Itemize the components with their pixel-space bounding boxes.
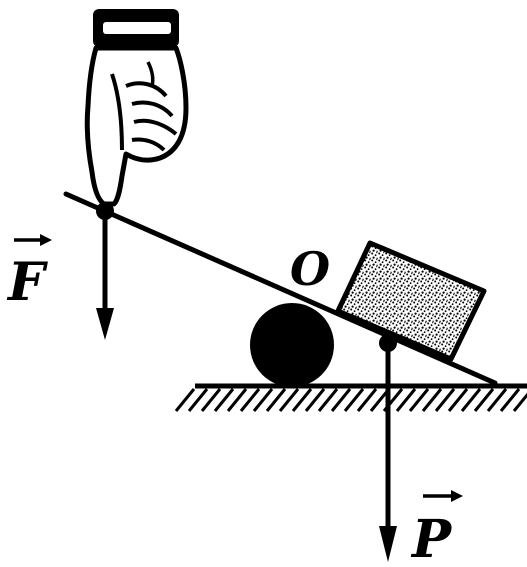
- hatch-stroke: [473, 388, 495, 412]
- hatch-stroke: [317, 388, 339, 412]
- hatch-stroke: [291, 388, 313, 412]
- hand-icon: [84, 9, 189, 207]
- ground: [174, 383, 527, 412]
- hatch-stroke: [213, 388, 235, 412]
- hatch-stroke: [252, 388, 274, 412]
- hatch-stroke: [278, 388, 300, 412]
- hatch-stroke: [174, 388, 196, 412]
- weight-arrow: [379, 343, 397, 562]
- hatch-stroke: [304, 388, 326, 412]
- ground-hatching: [174, 388, 527, 412]
- hatch-stroke: [395, 388, 417, 412]
- hatch-stroke: [330, 388, 352, 412]
- fulcrum-ball: [250, 303, 334, 387]
- force-label: F: [6, 234, 52, 313]
- fulcrum-label: O: [290, 242, 330, 296]
- hatch-stroke: [408, 388, 430, 412]
- hatch-stroke: [187, 388, 209, 412]
- force-label-text: F: [6, 252, 48, 313]
- hatch-stroke: [265, 388, 287, 412]
- hatch-stroke: [239, 388, 261, 412]
- hatch-stroke: [447, 388, 469, 412]
- hatch-stroke: [343, 388, 365, 412]
- hatch-stroke: [512, 392, 527, 412]
- weight-label-text: P: [410, 509, 453, 567]
- hatch-stroke: [200, 388, 222, 412]
- lever-bar: [63, 191, 498, 386]
- force-arrow: [96, 211, 114, 340]
- hatch-stroke: [434, 388, 456, 412]
- block: [335, 240, 487, 362]
- weight-label: P: [410, 490, 463, 567]
- hatch-stroke: [460, 388, 482, 412]
- hatch-stroke: [356, 388, 378, 412]
- hatch-stroke: [499, 388, 521, 412]
- hatch-stroke: [226, 388, 248, 412]
- hatch-stroke: [421, 388, 443, 412]
- hatch-stroke: [486, 388, 508, 412]
